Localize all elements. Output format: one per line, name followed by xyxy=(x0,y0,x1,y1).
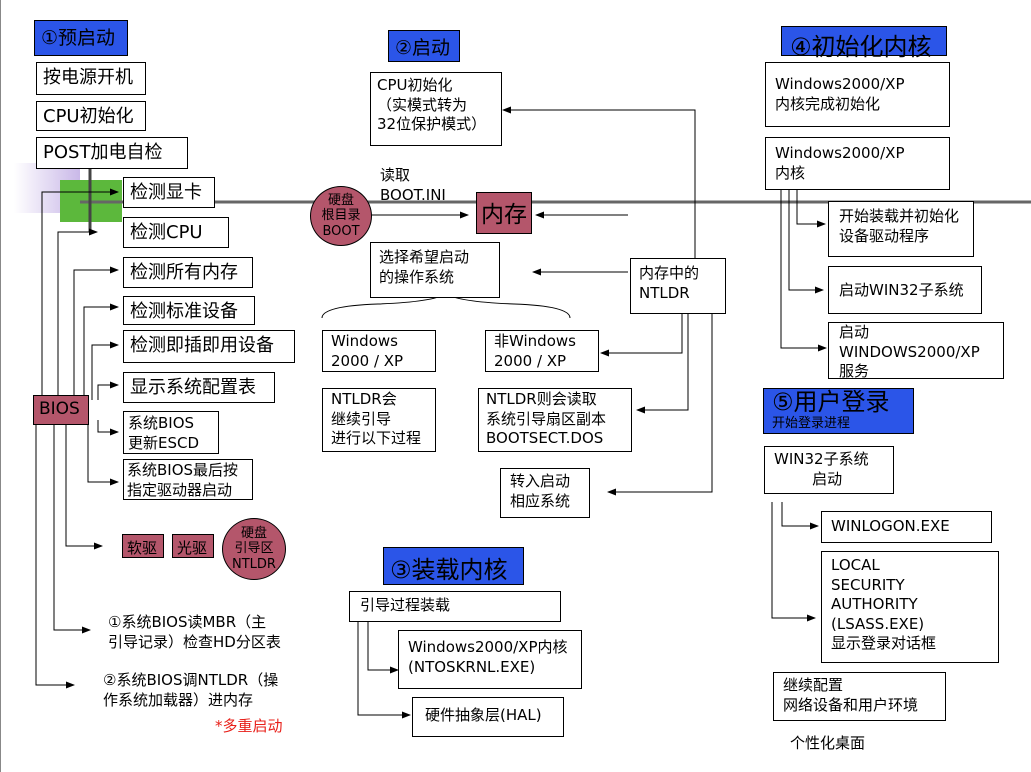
note-load-ntldr: ②系统BIOS调NTLDR（操 作系统加载器）进内存 xyxy=(103,671,279,710)
multi-boot-note: *多重启动 xyxy=(215,717,283,735)
lsass-box: LOCAL SECURITY AUTHORITY (LSASS.EXE) 显示登… xyxy=(821,551,999,663)
boot-cpu-init-box: CPU初始化 （实模式转为 32位保护模式） xyxy=(370,72,502,146)
stage-logon-heading: ⑤用户登录 xyxy=(772,388,890,416)
bios-box: BIOS xyxy=(33,395,89,425)
ntldr-read-bootsect-box: NTLDR则会读取 系统引导扇区副本 BOOTSECT.DOS xyxy=(478,388,632,452)
power-on-box: 按电源开机 xyxy=(36,62,146,95)
stage-boot-title: ②启动 xyxy=(388,30,460,62)
continue-config-box: 继续配置 网络设备和用户环境 xyxy=(773,672,946,721)
start-win32-box: 启动WIN32子系统 xyxy=(828,266,982,314)
post-box: POST加电自检 xyxy=(36,137,188,169)
init-kernel-box: Windows2000/XP 内核 xyxy=(765,137,950,190)
stage-logon-subtitle: 开始登录进程 xyxy=(772,415,851,431)
stage-load-kernel-title: ③装载内核 xyxy=(383,547,524,585)
detect-std-devices-box: 检测标准设备 xyxy=(123,296,255,325)
memory-box: 内存 xyxy=(476,192,532,234)
disk-boot-sector-circle: 硬盘 引导区 NTLDR xyxy=(222,518,286,580)
ntldr-continue-box: NTLDR会 继续引导 进行以下过程 xyxy=(322,388,436,452)
windows-option-box: Windows 2000 / XP xyxy=(322,330,436,372)
cdrom-box: 光驱 xyxy=(172,534,214,558)
detect-gpu-box: 检测显卡 xyxy=(123,177,215,208)
detect-memory-box: 检测所有内存 xyxy=(123,257,253,288)
non-windows-option-box: 非Windows 2000 / XP xyxy=(485,330,599,372)
update-escd-box: 系统BIOS 更新ESCD xyxy=(123,411,219,454)
personalized-desktop-text: 个性化桌面 xyxy=(790,734,866,752)
boot-load-box: 引导过程装载 xyxy=(349,591,561,622)
disk-root-circle: 硬盘 根目录 BOOT xyxy=(310,186,372,246)
winlogon-box: WINLOGON.EXE xyxy=(821,511,992,543)
stage-init-kernel-title: ④初始化内核 xyxy=(781,26,947,61)
hal-box: 硬件抽象层(HAL) xyxy=(412,697,564,737)
detect-pnp-box: 检测即插即用设备 xyxy=(123,330,295,363)
stage-logon-title: ⑤用户登录 开始登录进程 xyxy=(763,388,914,434)
kernel-ntoskrnl-box: Windows2000/XP内核 (NTOSKRNL.EXE) xyxy=(398,630,582,689)
detect-cpu-box: 检测CPU xyxy=(123,217,229,248)
load-drivers-box: 开始装载并初始化 设备驱动程序 xyxy=(828,201,974,257)
boot-drive-box: 系统BIOS最后按 指定驱动器启动 xyxy=(123,459,253,500)
cpu-init-box: CPU初始化 xyxy=(36,101,146,131)
read-boot-ini-text: 读取 BOOT.INI xyxy=(380,166,446,205)
note-read-mbr: ①系统BIOS读MBR（主 引导记录）检查HD分区表 xyxy=(108,613,281,652)
win32-start-box: WIN32子系统 启动 xyxy=(764,446,894,494)
stage-preboot-title: ①预启动 xyxy=(34,20,128,56)
start-services-box: 启动 WINDOWS2000/XP 服务 xyxy=(828,322,1004,380)
floppy-box: 软驱 xyxy=(122,534,164,558)
choose-os-box: 选择希望启动 的操作系统 xyxy=(370,242,500,298)
ntldr-in-memory-box: 内存中的 NTLDR xyxy=(630,258,726,314)
left-edge-line xyxy=(0,0,1,772)
kernel-init-done-box: Windows2000/XP 内核完成初始化 xyxy=(765,62,950,127)
goto-system-box: 转入启动 相应系统 xyxy=(500,468,590,518)
show-config-box: 显示系统配置表 xyxy=(123,372,275,403)
